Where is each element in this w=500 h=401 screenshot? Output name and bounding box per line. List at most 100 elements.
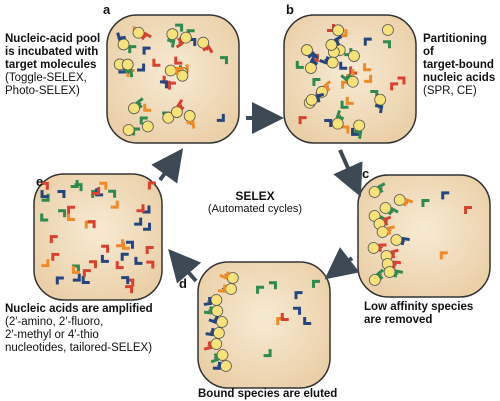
nucleic-acid-fragment [40, 213, 49, 222]
nucleic-acid-fragment [339, 61, 348, 70]
target-molecule [393, 194, 406, 206]
bound-fragment [309, 54, 319, 66]
nucleic-acid-fragment [280, 312, 289, 321]
bound-fragment [202, 44, 214, 54]
nucleic-acid-fragment [72, 273, 81, 282]
nucleic-acid-fragment [152, 58, 161, 67]
nucleic-acid-fragment [263, 349, 272, 358]
bound-fragment [166, 38, 176, 48]
target-molecule [128, 102, 140, 115]
nucleic-acid-fragment [341, 125, 350, 134]
bound-fragment [386, 225, 396, 235]
bound-fragment [315, 92, 325, 103]
bound-fragment [335, 110, 345, 121]
nucleic-acid-fragment [312, 77, 321, 86]
nucleic-acid-fragment [298, 116, 307, 125]
nucleic-acid-fragment [324, 119, 333, 128]
target-molecule [170, 106, 183, 118]
target-molecule [179, 31, 192, 44]
bound-fragment [203, 341, 213, 351]
nucleic-acid-fragment [295, 60, 304, 69]
nucleic-acid-fragment [40, 181, 49, 190]
target-molecule [304, 62, 317, 74]
nucleic-acid-fragment [464, 206, 473, 215]
bound-fragment [175, 66, 184, 75]
nucleic-acid-fragment [74, 183, 83, 192]
nucleic-acid-fragment [137, 63, 146, 72]
nucleic-acid-fragment [101, 244, 110, 253]
nucleic-acid-fragment [67, 205, 76, 214]
panel-e-sub-2: 2′-methyl or 4′-thio [5, 329, 99, 341]
target-molecule [390, 234, 403, 246]
selex-subtitle: (Automated cycles) [207, 203, 303, 215]
target-molecule [331, 117, 344, 130]
nucleic-acid-fragment [87, 220, 96, 229]
target-molecule [164, 64, 177, 77]
arrow-c-to-d [324, 247, 360, 280]
bound-fragment [203, 306, 213, 315]
panel-b-title-3: nucleic acids [423, 72, 496, 84]
nucleic-acid-fragment [159, 80, 168, 89]
panel-e-title-1: Nucleic acids are amplified [5, 303, 153, 315]
bound-fragment [135, 97, 144, 109]
nucleic-acid-fragment [66, 213, 75, 222]
nucleic-acid-fragment [439, 251, 448, 260]
target-molecule [211, 305, 224, 317]
nucleic-acid-fragment [364, 74, 373, 83]
bound-fragment [205, 327, 215, 337]
nucleic-acid-fragment [49, 235, 58, 244]
target-molecule [212, 327, 225, 339]
target-molecule [216, 349, 229, 361]
target-molecule [305, 93, 318, 106]
panel-a-title-2: is incubated with [5, 46, 99, 58]
target-molecule [216, 316, 228, 328]
target-molecule [374, 93, 387, 106]
nucleic-acid-fragment [351, 127, 360, 136]
nucleic-acid-fragment [363, 37, 372, 46]
nucleic-acid-fragment [421, 198, 430, 207]
bound-fragment [378, 243, 387, 252]
nucleic-acid-fragment [363, 63, 372, 72]
molecules [40, 23, 473, 372]
nucleic-acid-fragment [108, 189, 117, 198]
bound-fragment [392, 260, 401, 269]
nucleic-acid-fragment [134, 217, 143, 226]
nucleic-acid-fragment [174, 56, 183, 65]
nucleic-acid-fragment [125, 285, 134, 294]
nucleic-acid-fragment [100, 254, 109, 263]
nucleic-acid-fragment [143, 222, 152, 231]
bound-fragment [203, 296, 213, 306]
target-molecule [368, 186, 381, 198]
bound-fragment [140, 31, 152, 41]
bound-fragment [319, 56, 330, 65]
bound-fragment [212, 361, 222, 370]
target-molecule [225, 283, 237, 295]
nucleic-acid-fragment [345, 96, 354, 105]
target-molecule [332, 24, 345, 37]
selex-center-label: SELEX (Automated cycles) [200, 190, 310, 216]
bound-fragment [176, 99, 185, 111]
bound-fragment [382, 215, 392, 226]
vessel-e [33, 173, 163, 301]
bound-fragment [390, 248, 399, 259]
nucleic-acid-fragment [146, 260, 155, 269]
nucleic-acid-fragment [55, 276, 64, 285]
bound-fragment [402, 197, 414, 207]
bound-fragment [376, 268, 385, 280]
nucleic-acid-fragment [99, 181, 108, 190]
nucleic-acid-fragment [216, 113, 225, 122]
target-molecule [353, 119, 366, 132]
nucleic-acid-fragment [82, 269, 91, 278]
bound-fragment [323, 80, 332, 92]
nucleic-acid-fragment [145, 245, 154, 254]
target-molecule [382, 24, 394, 36]
panel-d-caption: Bound species are eluted [198, 388, 337, 401]
nucleic-acid-fragment [175, 23, 184, 32]
nucleic-acid-fragment [125, 240, 134, 249]
target-molecule [210, 294, 223, 306]
nucleic-acid-fragment [81, 276, 90, 285]
nucleic-acid-fragment [268, 281, 277, 290]
bound-fragment [387, 206, 399, 216]
arrow-e-to-a [151, 148, 184, 184]
